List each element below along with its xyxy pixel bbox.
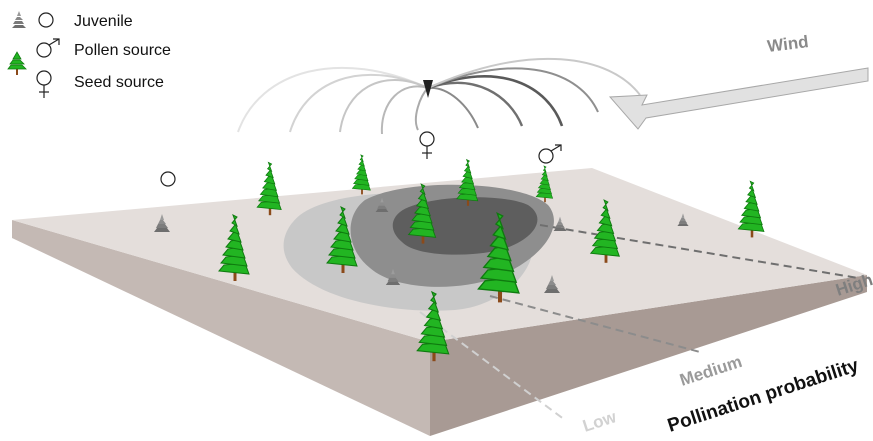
field-symbols [160,131,562,187]
pollen-tree-icon [7,51,27,75]
tree-icon [535,165,554,203]
level-medium-label: Medium [677,352,744,390]
wind-label: Wind [766,32,809,56]
seed-source-marker-icon [419,131,435,159]
dispersal-arc [427,74,564,127]
dispersal-arc [339,78,429,133]
leader-line-high [539,224,859,279]
legend: Juvenile Pollen source Seed source [7,11,171,98]
juvenile-tree-icon [677,213,689,226]
tree-icon [456,158,479,206]
wind-arrow: Wind [608,32,869,130]
dispersal-arc [427,81,524,127]
tree-icon [256,161,282,216]
leader-lines [419,224,859,421]
tree-icon [477,211,520,303]
legend-item-juvenile: Juvenile [12,11,133,30]
pollen-dispersal-arcs [237,57,641,135]
female-symbol-icon [36,70,52,98]
juvenile-tree-icon [375,197,389,212]
legend-label-seed-source: Seed source [74,74,164,91]
legend-label-pollen-source: Pollen source [74,42,171,59]
tree-icon [416,290,450,362]
plate-side-face [430,275,867,436]
juvenile-marker-icon [160,171,176,187]
juvenile-tree-icon [154,214,170,232]
pollen-source-marker-icon [538,144,562,164]
leader-line-medium [489,295,701,353]
tree-icon [326,205,358,273]
juvenile-circle-icon [38,12,54,28]
juvenile-tree-icon [385,268,401,285]
juveniles-layer [154,197,689,293]
juvenile-tree-icon [12,11,26,28]
juvenile-tree-icon [553,216,567,231]
tree-icon [351,154,371,195]
dispersal-arc [289,73,429,133]
tree-icon [407,183,437,244]
dispersal-arc [237,66,429,133]
leader-line-low [419,311,566,421]
trees-layer [218,154,765,362]
wind-arrow-shape [608,67,869,130]
level-low-label: Low [580,407,619,436]
dispersal-arc [427,67,599,113]
male-symbol-icon [36,38,60,58]
tree-icon [218,213,250,281]
legend-item-seed-source: Seed source [36,70,164,98]
tree-icon [737,180,765,238]
legend-label-juvenile: Juvenile [74,13,133,30]
dispersal-arc [380,85,429,135]
tree-icon [589,199,621,263]
dispersal-arc [414,87,429,131]
plate-front-face [12,220,430,436]
dispersal-arc [427,57,641,96]
dispersal-arc [427,86,479,129]
juvenile-tree-icon [544,275,560,293]
legend-item-pollen-source: Pollen source [7,38,171,75]
pollen-emitter-tip [423,80,433,98]
